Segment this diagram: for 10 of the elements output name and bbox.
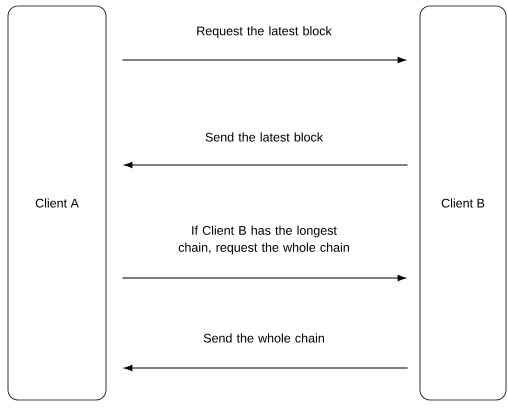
arrow bbox=[122, 274, 406, 282]
edge-label: If Client B has the longest chain, request the whole chain bbox=[178, 226, 349, 254]
edge-label: Send the whole chain bbox=[204, 333, 324, 343]
arrow bbox=[124, 162, 408, 168]
client-box: Client B bbox=[420, 6, 506, 400]
client-box: Client A bbox=[8, 6, 106, 400]
arrow bbox=[124, 364, 408, 372]
arrow bbox=[122, 56, 406, 64]
edge-label: Request the latest block bbox=[197, 26, 332, 38]
edge-label: Send the latest block bbox=[206, 132, 324, 142]
